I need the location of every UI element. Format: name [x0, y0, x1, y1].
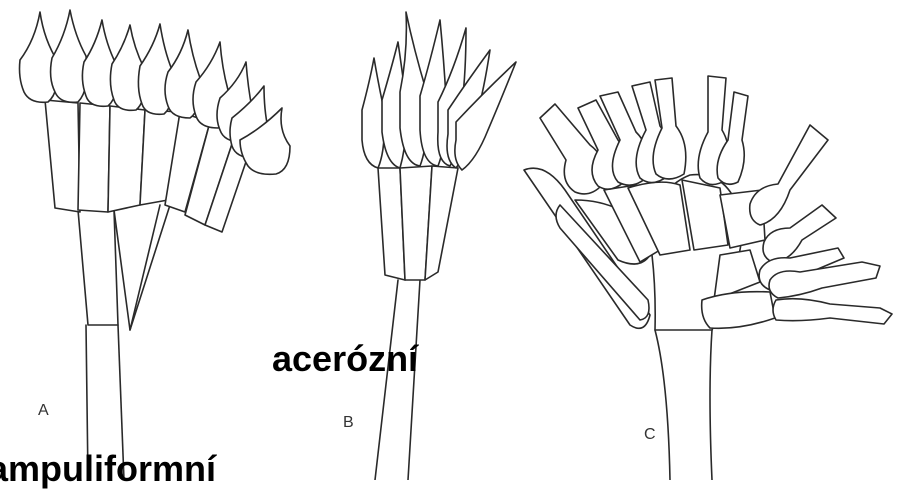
panel-label-c: C — [644, 426, 656, 444]
caption-acerose: acerózní — [272, 338, 418, 380]
conidiophore-a — [20, 10, 291, 480]
panel-label-b: B — [343, 414, 354, 432]
caption-ampulliform: ampuliformní — [0, 448, 216, 490]
penicillus-drawing — [0, 0, 904, 480]
panel-label-a: A — [38, 402, 49, 420]
conidiophore-b — [362, 12, 516, 480]
conidiophore-c — [524, 76, 892, 480]
